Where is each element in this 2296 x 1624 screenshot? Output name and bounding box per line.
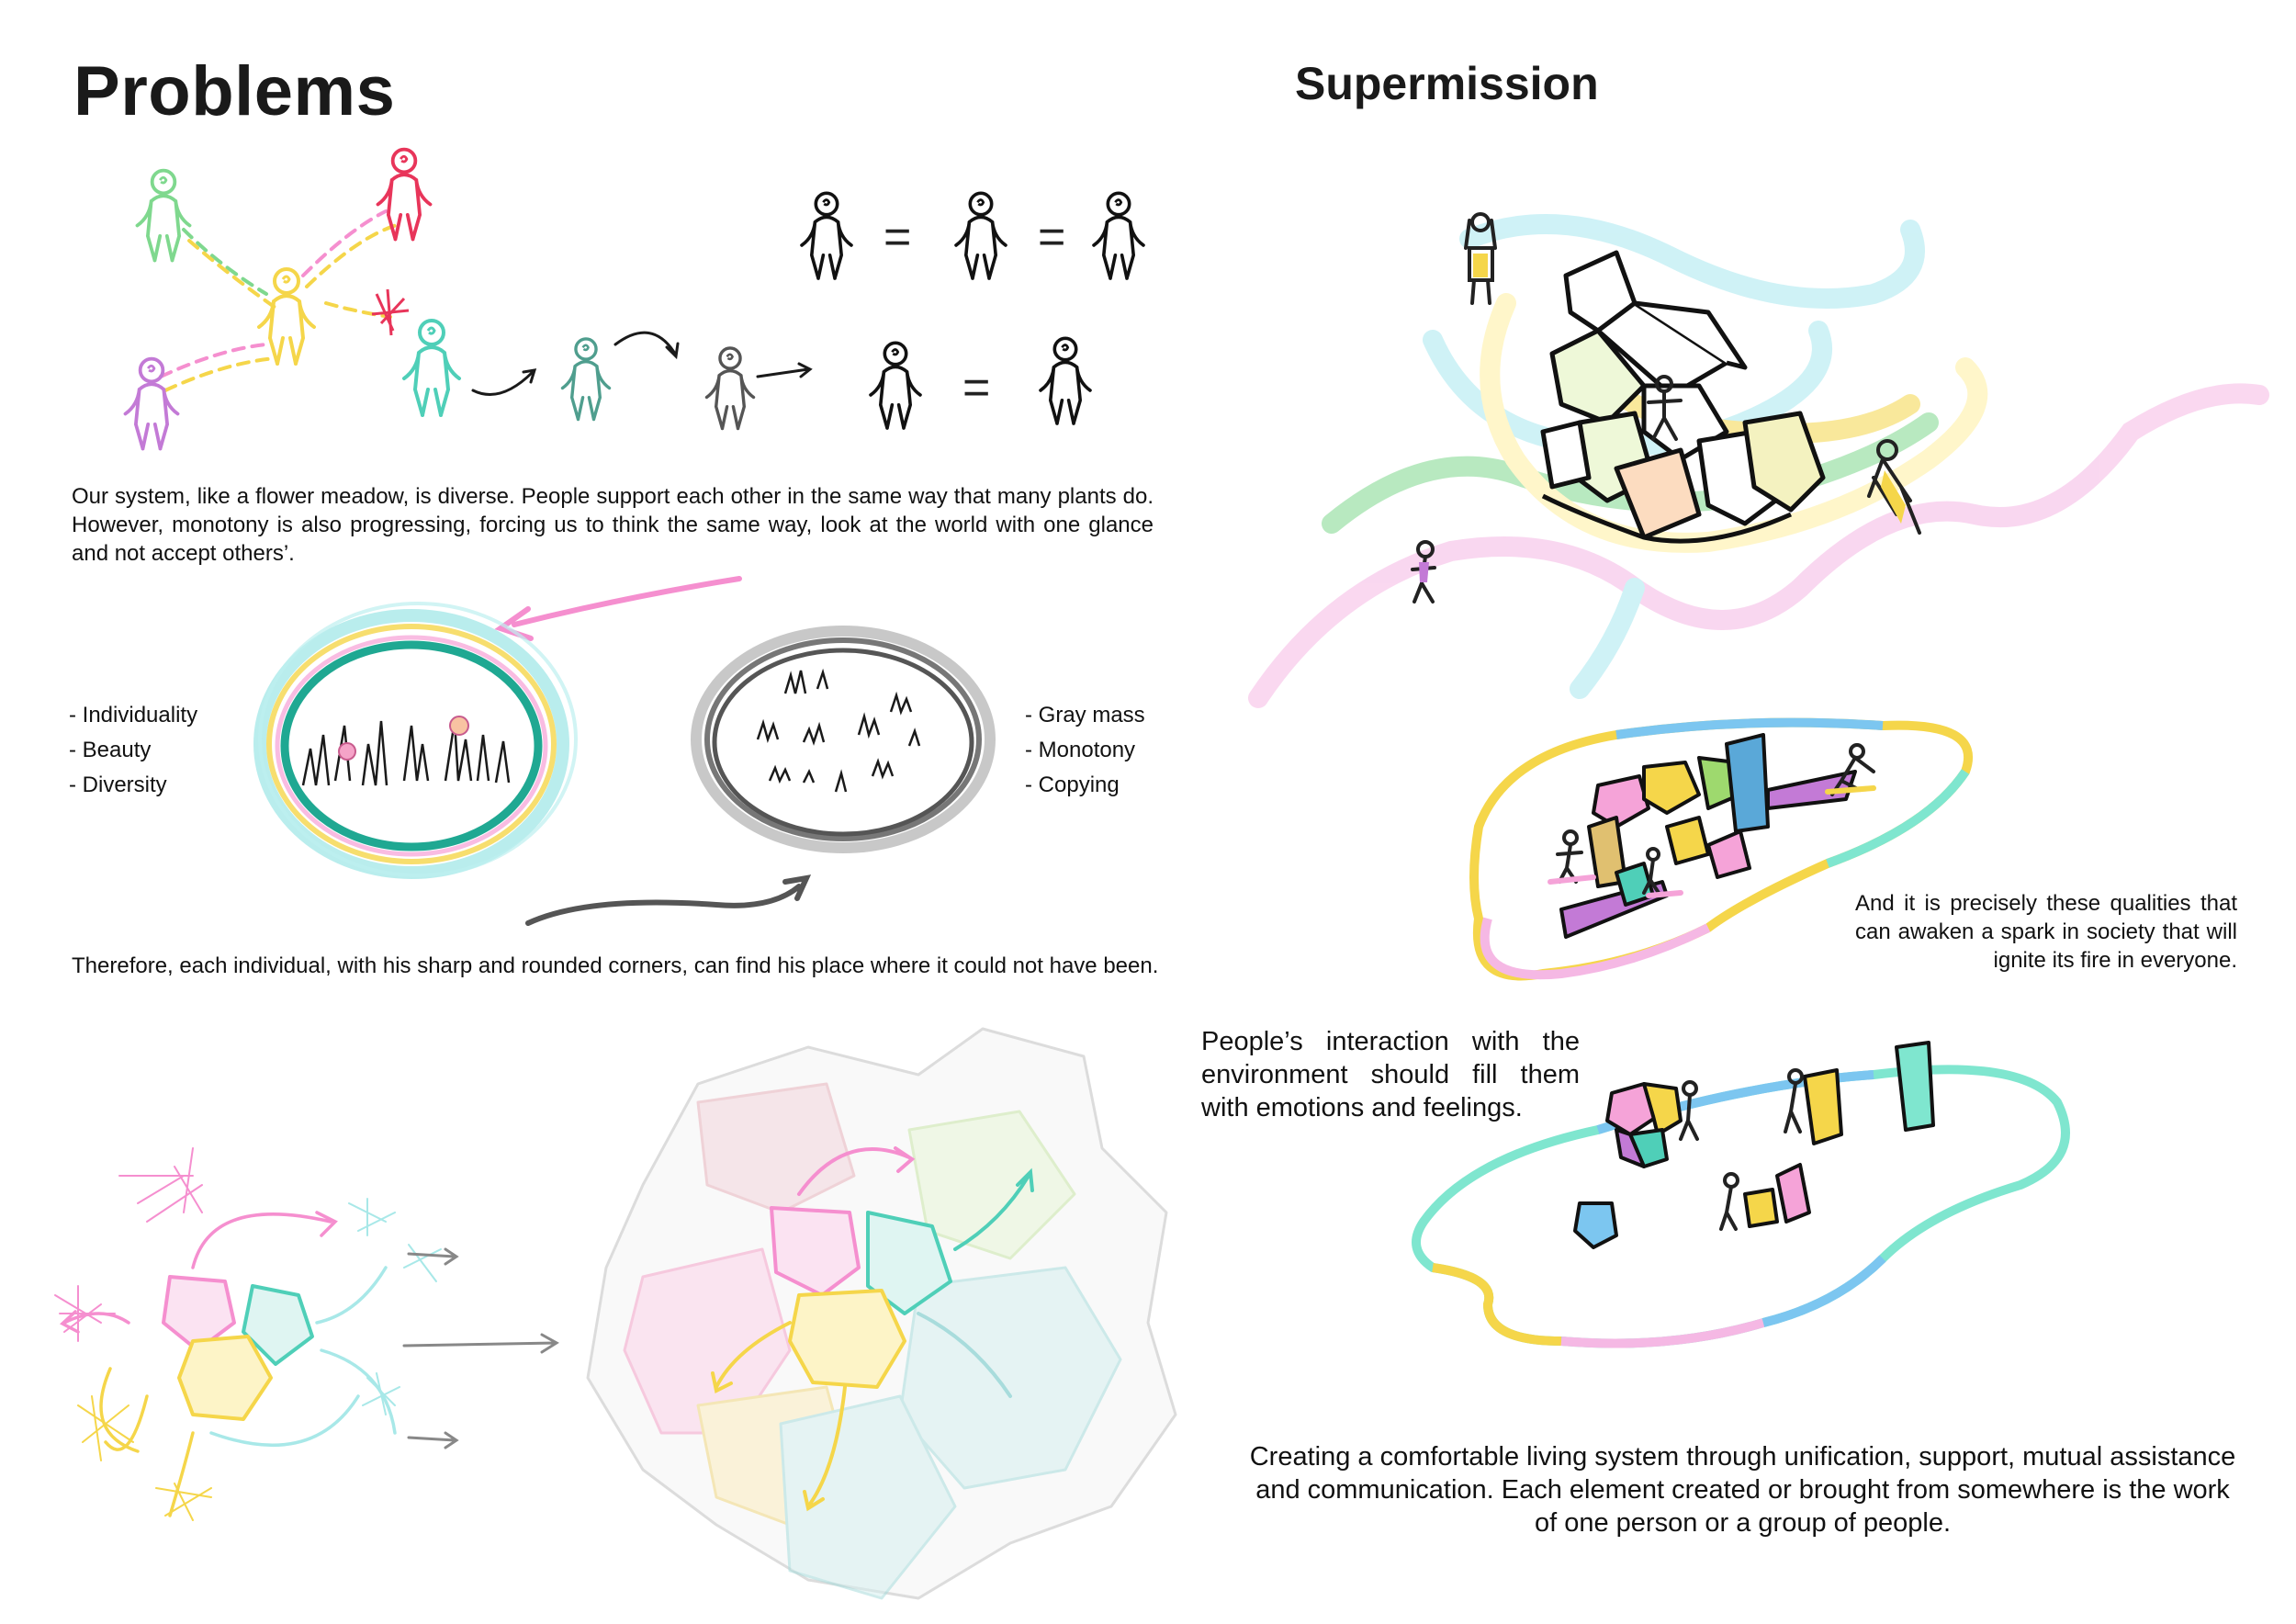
intro-paragraph: Our system, like a flower meadow, is div… bbox=[72, 484, 1154, 566]
gray-mass-list: - Gray mass - Monotony - Copying bbox=[1025, 698, 1145, 803]
equals-sign: = bbox=[1038, 210, 1066, 264]
list-item: - Gray mass bbox=[1025, 703, 1145, 727]
list-item: - Individuality bbox=[69, 703, 198, 727]
equals-sign: = bbox=[884, 210, 912, 264]
supermission-title: Supermission bbox=[1295, 58, 1599, 109]
conclusion-paragraph: Therefore, each individual, with his sha… bbox=[72, 953, 1159, 978]
list-item: - Beauty bbox=[69, 738, 152, 762]
interaction-paragraph: People’s interaction with the environmen… bbox=[1201, 1027, 1580, 1122]
list-item: - Diversity bbox=[69, 773, 167, 797]
individuality-list: - Individuality - Beauty - Diversity bbox=[69, 698, 197, 803]
list-item: - Monotony bbox=[1025, 738, 1136, 762]
spark-paragraph: And it is precisely these qualities that… bbox=[1855, 891, 2237, 973]
final-paragraph: Creating a comfortable living system thr… bbox=[1249, 1442, 2236, 1538]
equals-sign: = bbox=[962, 361, 991, 414]
problems-title: Problems bbox=[73, 52, 396, 130]
list-item: - Copying bbox=[1025, 773, 1120, 797]
